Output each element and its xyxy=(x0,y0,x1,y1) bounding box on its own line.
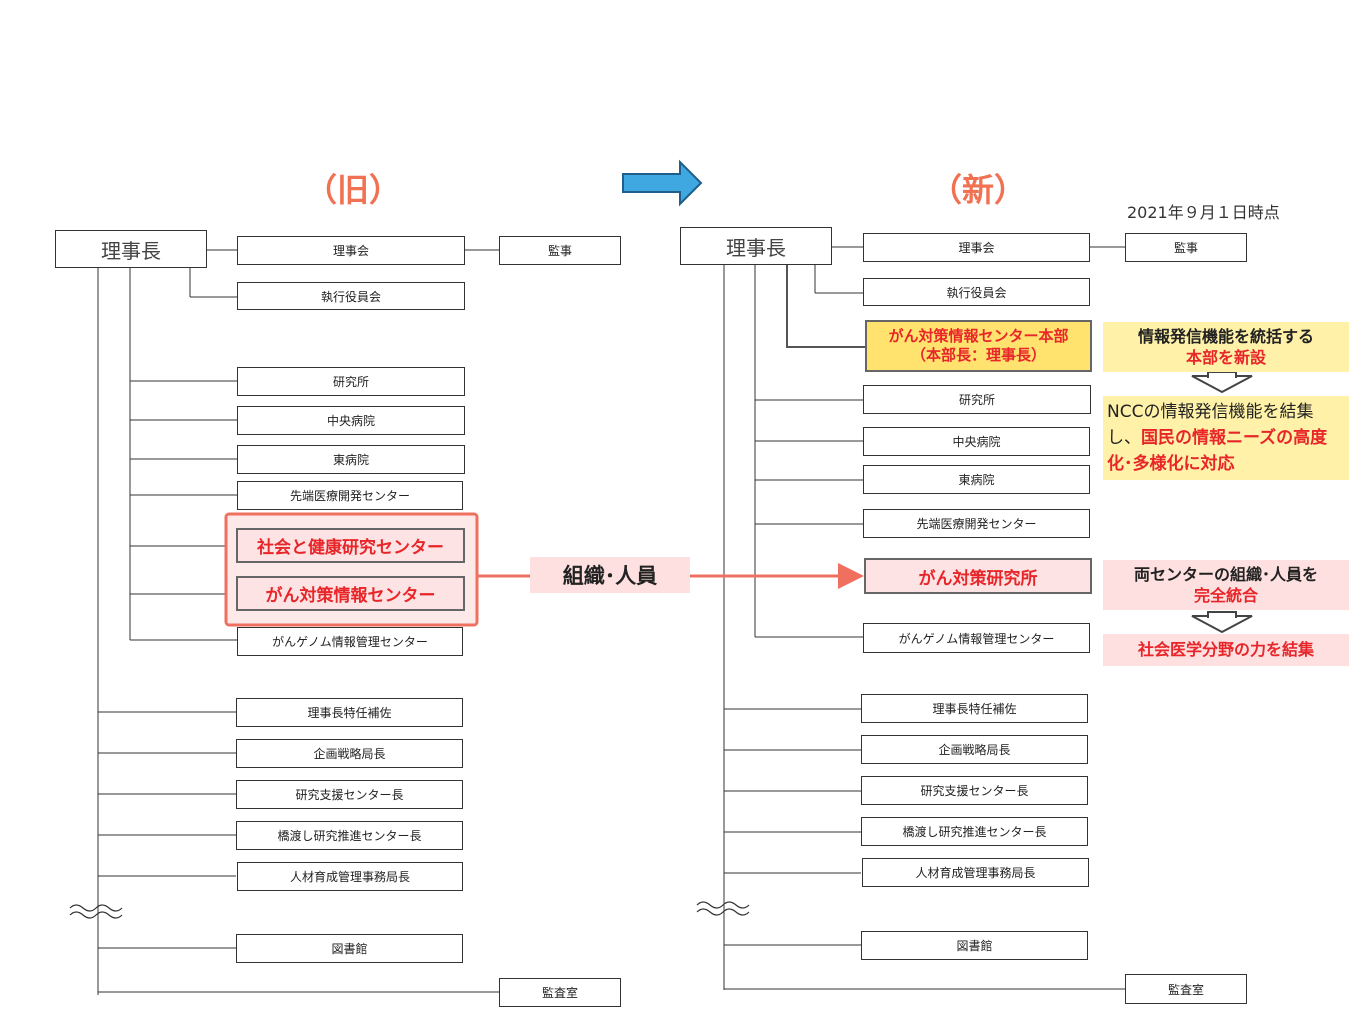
flow-label: 組織･人員 xyxy=(530,557,690,593)
down-arrow-icon-2 xyxy=(1191,615,1253,634)
new-audit-office: 監査室 xyxy=(1125,974,1247,1004)
old-officer-4: 人材育成管理事務局長 xyxy=(237,862,463,891)
down-arrow-icon xyxy=(1191,375,1253,394)
new-center-0: 研究所 xyxy=(863,385,1091,414)
old-merged-center-1: がん対策情報センター xyxy=(236,576,465,611)
new-hq-box: がん対策情報センター本部 （本部長：理事長） xyxy=(865,320,1092,372)
new-cancer-research-institute: がん対策研究所 xyxy=(864,558,1092,594)
old-library: 図書館 xyxy=(236,934,463,963)
new-center-1: 中央病院 xyxy=(863,427,1090,456)
note-ncc-text1: NCCの情報発信機能を結集し、 xyxy=(1107,402,1314,448)
new-board: 理事会 xyxy=(863,233,1090,262)
old-audit-office: 監査室 xyxy=(499,978,621,1007)
new-library: 図書館 xyxy=(861,931,1088,960)
transition-arrow-icon xyxy=(622,159,703,207)
old-exec-committee: 執行役員会 xyxy=(237,282,465,310)
new-hq-name: がん対策情報センター本部 xyxy=(888,327,1069,345)
as-of-date: 2021年９月１日時点 xyxy=(1127,203,1280,222)
note-hq: 情報発信機能を統括する 本部を新設 xyxy=(1103,322,1349,372)
old-title: （旧） xyxy=(305,171,402,209)
new-officer-0: 理事長特任補佐 xyxy=(861,694,1088,723)
new-root-chairman: 理事長 xyxy=(680,227,832,265)
new-auditor: 監事 xyxy=(1125,233,1247,262)
note-merge-line2: 完全統合 xyxy=(1193,586,1258,605)
new-center-3: 先端医療開発センター xyxy=(863,509,1090,538)
old-merged-center-0: 社会と健康研究センター xyxy=(236,528,465,563)
old-genome-center: がんゲノム情報管理センター xyxy=(237,627,463,656)
old-center-0: 研究所 xyxy=(237,367,465,396)
new-title: （新） xyxy=(930,171,1027,209)
new-center-2: 東病院 xyxy=(863,465,1090,494)
new-exec-committee: 執行役員会 xyxy=(863,278,1090,306)
merge-arrow-icon xyxy=(838,563,864,589)
new-officer-2: 研究支援センター長 xyxy=(861,776,1088,805)
old-officer-2: 研究支援センター長 xyxy=(236,780,463,809)
old-officer-3: 橋渡し研究推進センター長 xyxy=(236,821,463,850)
new-genome-center: がんゲノム情報管理センター xyxy=(863,623,1090,653)
note-power-text: 社会医学分野の力を結集 xyxy=(1137,640,1314,659)
new-hq-head: （本部長：理事長） xyxy=(910,346,1046,364)
new-officer-4: 人材育成管理事務局長 xyxy=(862,858,1089,887)
new-officer-1: 企画戦略局長 xyxy=(861,735,1088,764)
old-board: 理事会 xyxy=(237,236,465,265)
old-root-chairman: 理事長 xyxy=(55,230,207,268)
note-hq-line2: 本部を新設 xyxy=(1185,348,1266,367)
old-officer-1: 企画戦略局長 xyxy=(236,739,463,768)
old-center-1: 中央病院 xyxy=(237,406,465,435)
note-power: 社会医学分野の力を結集 xyxy=(1103,634,1349,666)
old-auditor: 監事 xyxy=(499,236,621,265)
note-hq-line1: 情報発信機能を統括する xyxy=(1137,327,1314,346)
note-ncc: NCCの情報発信機能を結集し、国民の情報ニーズの高度化･多様化に対応 xyxy=(1103,396,1349,480)
old-center-3: 先端医療開発センター xyxy=(237,481,463,510)
note-ncc-text2: 国民の情報ニーズの高度化･多様化に対応 xyxy=(1107,428,1328,474)
note-merge: 両センターの組織･人員を 完全統合 xyxy=(1103,560,1349,610)
old-center-2: 東病院 xyxy=(237,445,465,474)
new-officer-3: 橋渡し研究推進センター長 xyxy=(861,817,1088,846)
old-officer-0: 理事長特任補佐 xyxy=(236,698,463,727)
note-merge-line1: 両センターの組織･人員を xyxy=(1133,565,1318,584)
